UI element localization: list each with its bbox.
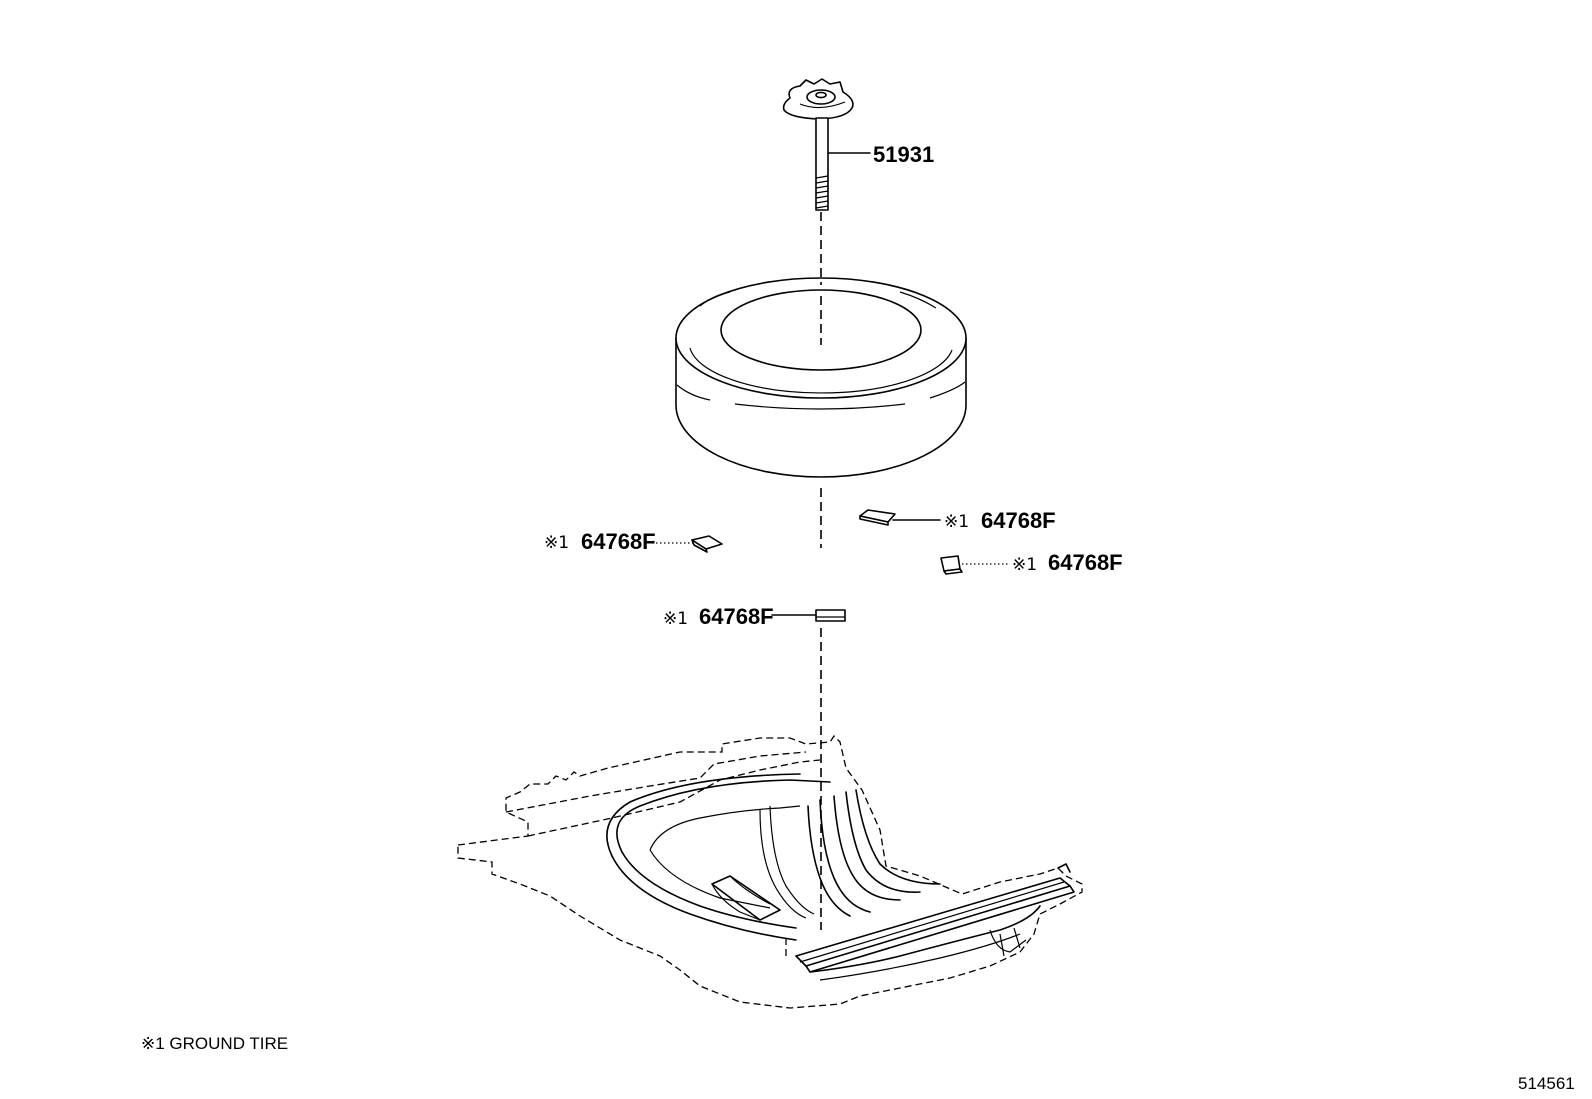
rear-floor-pan-illustration (457, 734, 1083, 1009)
ground-tire-mark: ※1 (544, 533, 569, 553)
hold-down-bolt-label[interactable]: 51931 (828, 142, 934, 167)
ground-tire-mark: ※1 (663, 609, 688, 629)
mat-upper-right-label[interactable]: ※1 64768F (892, 508, 1056, 533)
mat-left-illustration (691, 535, 723, 553)
illustration-id: 514561 (1518, 1074, 1575, 1093)
spare-tire-illustration (675, 277, 967, 478)
part-number-64768F: 64768F (981, 508, 1056, 533)
ground-tire-mark: ※1 (944, 512, 969, 532)
mat-left-label[interactable]: ※1 64768F (544, 529, 693, 554)
mat-right-label[interactable]: ※1 64768F (962, 550, 1123, 575)
footnote-ground-tire: ※1 GROUND TIRE (141, 1034, 288, 1053)
mat-center-label[interactable]: ※1 64768F (663, 604, 817, 629)
ground-tire-mark: ※1 (1012, 555, 1037, 575)
mat-right-illustration (940, 555, 963, 575)
hold-down-bolt-illustration (782, 78, 854, 211)
part-number-64768F: 64768F (699, 604, 774, 629)
mat-upper-right-illustration (859, 509, 896, 526)
part-number-51931: 51931 (873, 142, 934, 167)
part-number-64768F: 64768F (581, 529, 656, 554)
mat-center-illustration (815, 609, 846, 622)
part-number-64768F: 64768F (1048, 550, 1123, 575)
